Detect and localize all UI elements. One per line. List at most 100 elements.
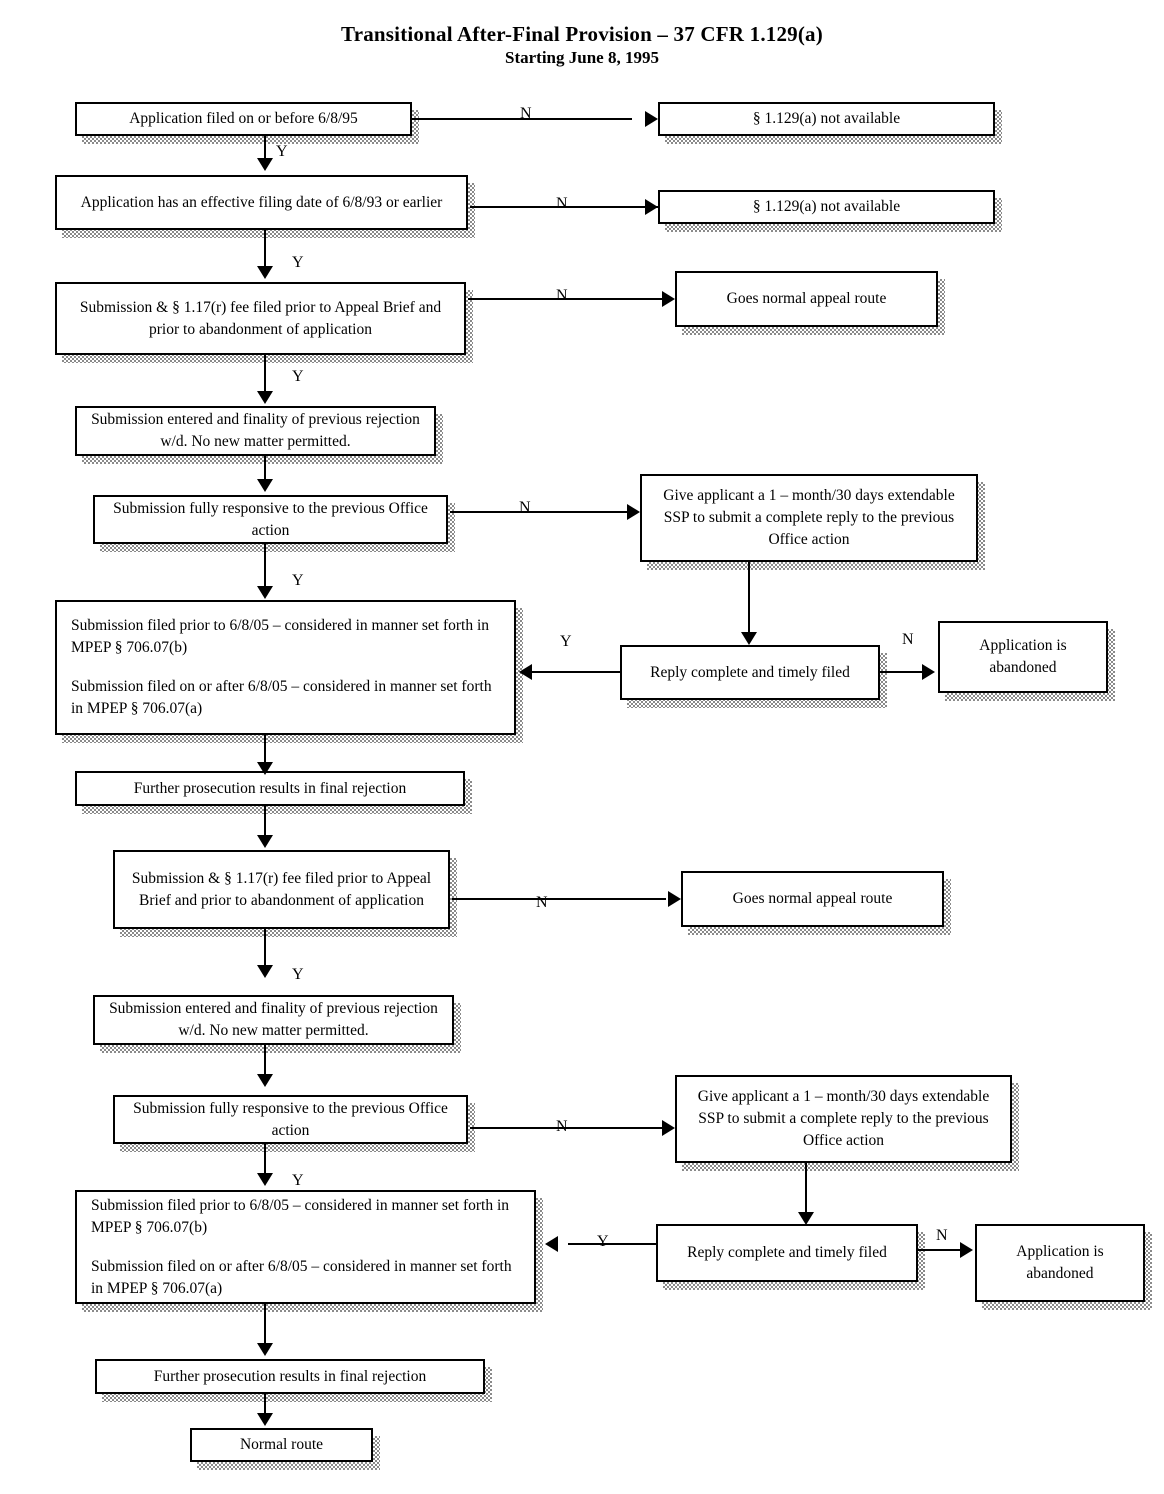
branch-label-no: N [556, 1118, 568, 1135]
arrowhead-left [519, 664, 532, 680]
node-reply-complete-1[interactable]: Reply complete and timely filed [620, 645, 880, 700]
node-1129a-not-available-2[interactable]: § 1.129(a) not available [658, 190, 995, 224]
connector-n3-no [468, 298, 668, 300]
node-label-para1: Submission filed prior to 6/8/05 – consi… [91, 1196, 510, 1236]
connector-n3-yes [264, 355, 266, 393]
connector-n10-no [470, 1127, 668, 1129]
branch-label-no: N [936, 1227, 948, 1244]
branch-label-no: N [556, 195, 568, 212]
node-label-para2: Submission filed on or after 6/8/05 – co… [71, 678, 492, 717]
arrowhead-down [257, 835, 273, 848]
node-label: Reply complete and timely filed [650, 663, 850, 681]
branch-label-yes: Y [276, 143, 288, 160]
node-label: Give applicant a 1 – month/30 days exten… [697, 1088, 990, 1149]
node-fully-responsive-1[interactable]: Submission fully responsive to the previ… [93, 495, 448, 544]
arrowhead-right [627, 504, 640, 520]
connector-n6-no [880, 671, 925, 673]
arrowhead-down [257, 1413, 273, 1426]
node-reply-complete-2[interactable]: Reply complete and timely filed [656, 1224, 918, 1282]
branch-label-no: N [519, 499, 531, 516]
node-normal-appeal-route-1[interactable]: Goes normal appeal route [675, 271, 938, 327]
arrowhead-down [257, 1173, 273, 1186]
node-label: Submission & § 1.17(r) fee filed prior t… [79, 298, 442, 338]
node-label-para2: Submission filed on or after 6/8/05 – co… [91, 1257, 512, 1297]
arrowhead-down [257, 391, 273, 404]
node-normal-appeal-route-2[interactable]: Goes normal appeal route [681, 871, 944, 927]
node-label: Application has an effective filing date… [80, 193, 443, 211]
arrowhead-right [662, 291, 675, 307]
branch-label-no: N [556, 287, 568, 304]
connector-n4-down [264, 456, 266, 482]
node-mpep-consideration-2[interactable]: Submission filed prior to 6/8/05 – consi… [75, 1190, 536, 1304]
node-effective-filing-date[interactable]: Application has an effective filing date… [55, 175, 468, 230]
connector-ssp2-down [805, 1163, 807, 1215]
node-normal-route[interactable]: Normal route [190, 1428, 373, 1462]
page-title-line1: Transitional After-Final Provision – 37 … [341, 22, 823, 46]
arrowhead-down [741, 632, 757, 645]
branch-label-yes: Y [597, 1233, 609, 1250]
node-label: Submission fully responsive to the previ… [113, 499, 428, 539]
connector-n2-no [470, 206, 670, 208]
node-label: Application is abandoned [1016, 1243, 1104, 1282]
arrowhead-down [257, 1074, 273, 1087]
arrowhead-down [257, 266, 273, 279]
arrowhead-down [257, 479, 273, 492]
node-label: Further prosecution results in final rej… [133, 779, 407, 797]
connector-n6-down [264, 735, 266, 765]
node-mpep-consideration-1[interactable]: Submission filed prior to 6/8/05 – consi… [55, 600, 516, 735]
connector-n12-down [264, 1394, 266, 1416]
branch-label-yes: Y [292, 1172, 304, 1189]
connector-n8-no [452, 898, 666, 900]
node-label-para1: Submission filed prior to 6/8/05 – consi… [71, 617, 490, 656]
branch-label-yes: Y [292, 572, 304, 589]
node-label: § 1.129(a) not available [752, 198, 901, 215]
page-title-line2: Starting June 8, 1995 [505, 48, 659, 67]
node-label: Goes normal appeal route [726, 290, 887, 307]
connector-n10-yes [264, 1144, 266, 1176]
node-application-filed-before[interactable]: Application filed on or before 6/8/95 [75, 102, 412, 136]
branch-label-no: N [520, 105, 532, 122]
connector-n11-yes [568, 1243, 658, 1245]
branch-label-yes: Y [560, 633, 572, 650]
arrowhead-down [257, 158, 273, 171]
node-label: Further prosecution results in final rej… [153, 1367, 427, 1385]
node-submission-fee-appeal-2[interactable]: Submission & § 1.17(r) fee filed prior t… [113, 850, 450, 929]
branch-label-yes: Y [292, 368, 304, 385]
connector-n9-down [264, 1045, 266, 1077]
arrowhead-right [922, 664, 935, 680]
node-label: Application filed on or before 6/8/95 [129, 110, 358, 127]
connector-n11-no [918, 1249, 963, 1251]
node-ssp-grant-2[interactable]: Give applicant a 1 – month/30 days exten… [675, 1075, 1012, 1163]
connector-n6-yes [532, 671, 622, 673]
node-ssp-grant-1[interactable]: Give applicant a 1 – month/30 days exten… [640, 474, 978, 562]
node-submission-fee-appeal-1[interactable]: Submission & § 1.17(r) fee filed prior t… [55, 282, 466, 355]
node-submission-entered-2[interactable]: Submission entered and finality of previ… [93, 995, 454, 1045]
node-further-prosecution-2[interactable]: Further prosecution results in final rej… [95, 1359, 485, 1394]
node-label: Submission entered and finality of previ… [109, 1000, 438, 1039]
connector-n11-down [264, 1304, 266, 1346]
connector-n5-no [450, 511, 633, 513]
connector-ssp1-down [748, 562, 750, 634]
node-submission-entered-1[interactable]: Submission entered and finality of previ… [75, 406, 436, 456]
arrowhead-right [645, 199, 658, 215]
arrowhead-down [257, 965, 273, 978]
arrowhead-right [960, 1242, 973, 1258]
connector-n8-yes [264, 929, 266, 967]
node-label: Submission & § 1.17(r) fee filed prior t… [131, 869, 432, 909]
node-label: Goes normal appeal route [732, 890, 893, 907]
node-1129a-not-available-1[interactable]: § 1.129(a) not available [658, 102, 995, 136]
arrowhead-down [257, 1343, 273, 1356]
node-application-abandoned-1[interactable]: Application is abandoned [938, 621, 1108, 693]
connector-n1-yes [264, 136, 266, 162]
node-label: Give applicant a 1 – month/30 days exten… [663, 487, 955, 548]
node-label: Submission fully responsive to the previ… [133, 1099, 448, 1139]
arrowhead-down [257, 762, 273, 775]
node-label: Submission entered and finality of previ… [91, 411, 420, 450]
node-fully-responsive-2[interactable]: Submission fully responsive to the previ… [113, 1095, 468, 1144]
node-label: Normal route [239, 1436, 324, 1453]
node-further-prosecution-1[interactable]: Further prosecution results in final rej… [75, 771, 465, 806]
node-application-abandoned-2[interactable]: Application is abandoned [975, 1224, 1145, 1302]
connector-n7-down [264, 806, 266, 838]
node-label: § 1.129(a) not available [752, 110, 901, 127]
